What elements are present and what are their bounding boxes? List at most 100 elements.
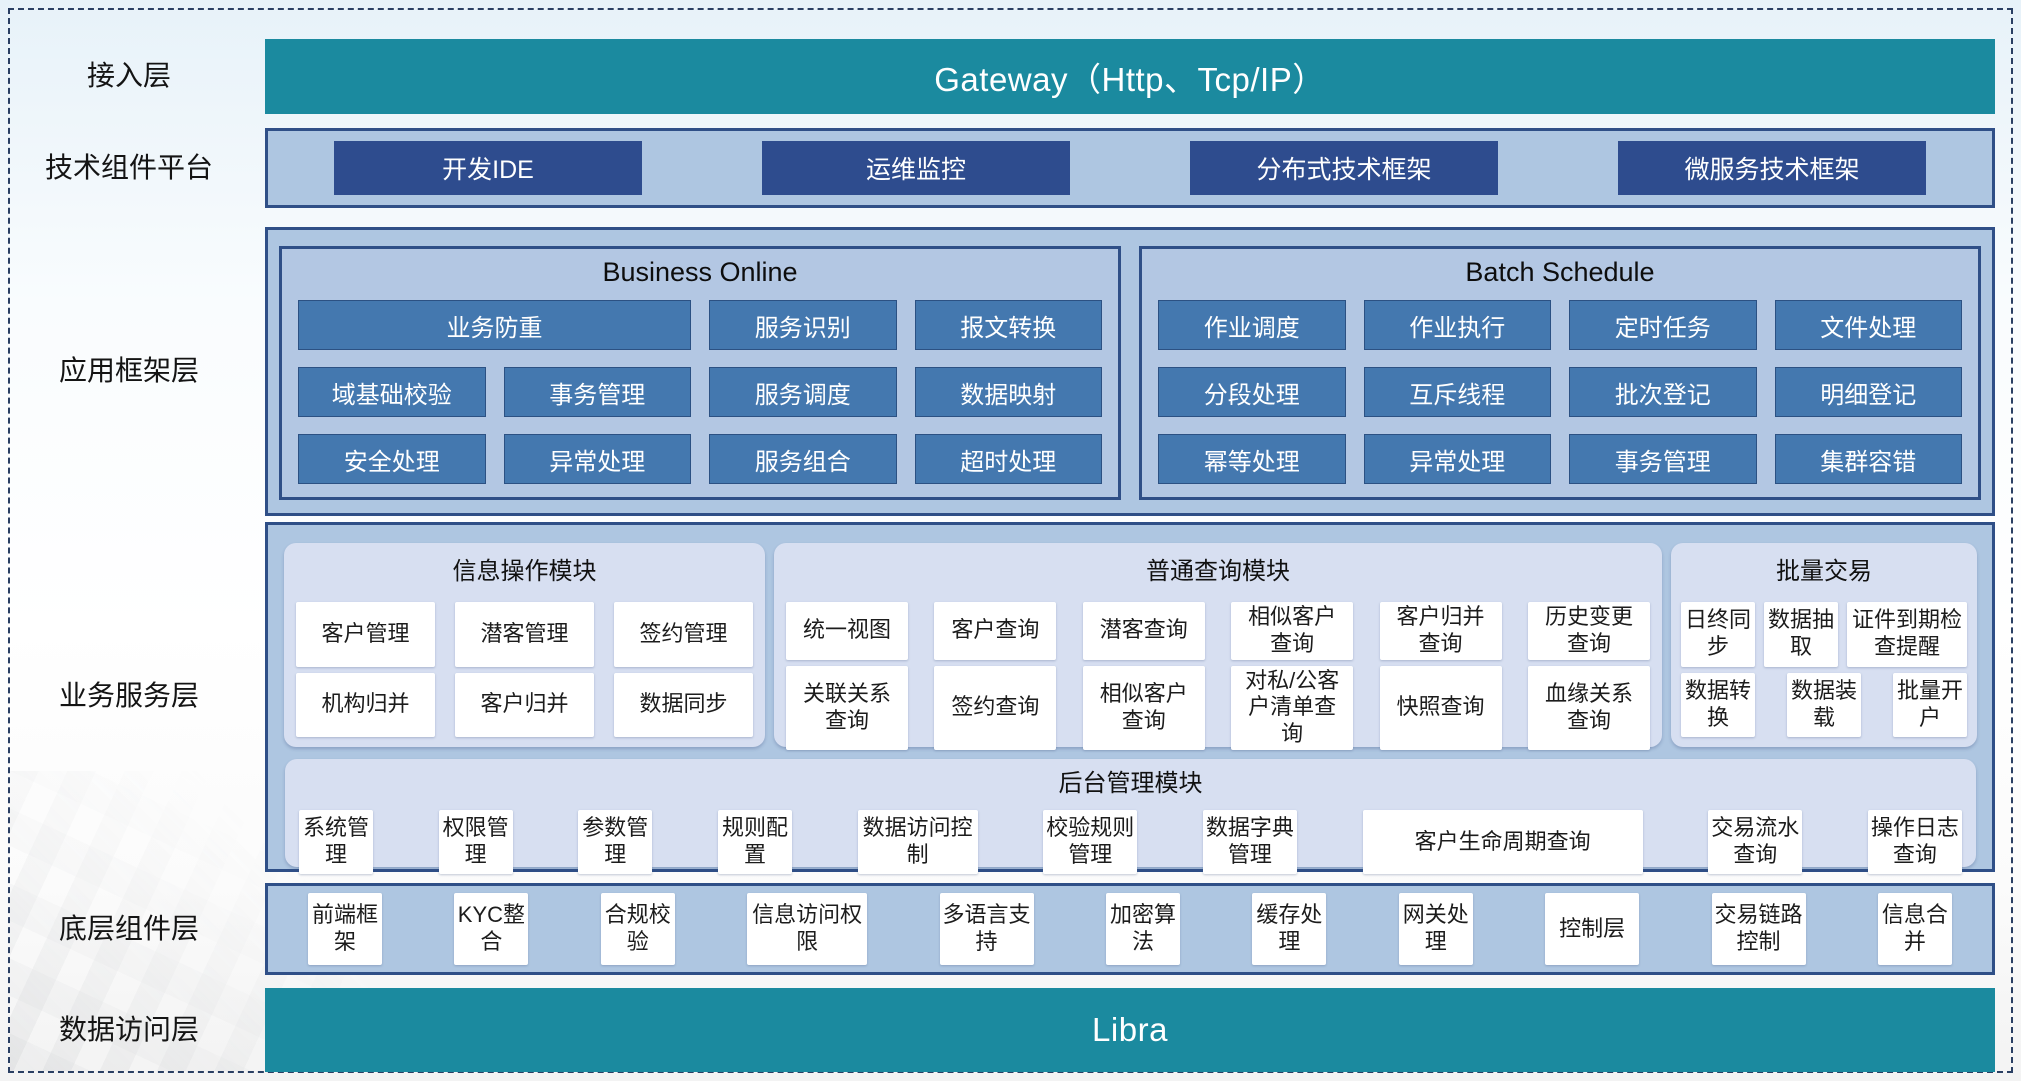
layer-label-app: 应用框架层 (58, 355, 199, 386)
general-query-title: 普通查询模块 (1146, 558, 1290, 585)
admin-module: 后台管理模块 系统管理 权限管理 参数管理 规则配置 数据访问控制 校验规则管理… (285, 759, 1976, 874)
admin-item: 交易流水查询 (1708, 810, 1803, 874)
service-item: 批量开户 (1893, 672, 1967, 737)
bs-item: 分段处理 (1158, 367, 1346, 417)
service-item: 快照查询 (1379, 665, 1502, 751)
gateway-bar-label: Gateway（Http、Tcp/IP） (934, 60, 1326, 98)
bo-item: 超时处理 (914, 434, 1102, 484)
base-item: 信息合并 (1877, 893, 1952, 965)
service-item: 签约查询 (934, 665, 1057, 751)
bo-item: 数据映射 (914, 367, 1102, 417)
business-online-grid: 业务防重 服务识别 报文转换 域基础校验 事务管理 服务调度 数据映射 安全处理… (298, 300, 1102, 484)
service-item: 统一视图 (786, 602, 908, 660)
service-item: 数据抽取 (1764, 602, 1838, 667)
bs-item: 文件处理 (1774, 300, 1962, 350)
bo-item: 报文转换 (914, 300, 1102, 350)
admin-item: 参数管理 (578, 810, 653, 874)
service-item: 历史变更查询 (1527, 602, 1650, 660)
admin-module-title: 后台管理模块 (1058, 770, 1203, 797)
service-item: 证件到期检查提醒 (1847, 602, 1967, 667)
service-item: 客户查询 (934, 602, 1057, 660)
bs-item: 批次登记 (1569, 367, 1757, 417)
base-item: 交易链路控制 (1711, 893, 1806, 965)
service-item: 客户归并查询 (1379, 602, 1502, 660)
bo-item: 域基础校验 (298, 367, 486, 417)
service-item: 潜客管理 (455, 602, 594, 667)
app-framework-band: Business Online 业务防重 服务识别 报文转换 域基础校验 事务管… (265, 227, 1995, 516)
bs-item: 作业调度 (1158, 300, 1346, 350)
service-item: 机构归并 (296, 672, 435, 737)
admin-item: 数据字典管理 (1202, 810, 1297, 874)
bo-item: 服务组合 (709, 434, 897, 484)
base-item: 加密算法 (1105, 893, 1180, 965)
business-online-panel: Business Online 业务防重 服务识别 报文转换 域基础校验 事务管… (279, 246, 1121, 500)
layer-label-access: 接入层 (86, 60, 171, 91)
layer-label-data: 数据访问层 (58, 1014, 199, 1045)
bo-item: 事务管理 (503, 367, 691, 417)
tech-button-distributed-framework: 分布式技术框架 (1190, 141, 1498, 195)
tech-button-ide: 开发IDE (334, 141, 642, 195)
base-item: 缓存处理 (1252, 893, 1327, 965)
tech-button-ops-monitor: 运维监控 (762, 141, 1070, 195)
bs-item: 异常处理 (1363, 434, 1551, 484)
batch-schedule-title: Batch Schedule (1465, 257, 1655, 287)
batch-schedule-grid: 作业调度 作业执行 定时任务 文件处理 分段处理 互斥线程 批次登记 明细登记 … (1158, 300, 1962, 484)
service-item: 数据装载 (1787, 672, 1861, 737)
bo-item: 服务识别 (709, 300, 897, 350)
base-item: KYC整合 (454, 893, 529, 965)
admin-item: 权限管理 (438, 810, 513, 874)
batch-trade-module: 批量交易 日终同步 数据抽取 证件到期检查提醒 数据转换 数据装载 批量开户 (1671, 543, 1977, 747)
service-item: 客户归并 (455, 672, 594, 737)
admin-item: 系统管理 (299, 810, 373, 874)
info-operation-module: 信息操作模块 客户管理 潜客管理 签约管理 机构归并 客户归并 数据同步 (284, 543, 765, 747)
service-item: 日终同步 (1681, 602, 1755, 667)
base-item: 网关处理 (1398, 893, 1473, 965)
business-online-title: Business Online (602, 257, 798, 287)
admin-item: 规则配置 (717, 810, 792, 874)
layer-label-base: 底层组件层 (58, 913, 199, 944)
bo-item: 服务调度 (709, 367, 897, 417)
service-item: 签约管理 (614, 602, 753, 667)
batch-schedule-panel: Batch Schedule 作业调度 作业执行 定时任务 文件处理 分段处理 … (1139, 246, 1981, 500)
batch-trade-title: 批量交易 (1776, 558, 1872, 585)
admin-item: 校验规则管理 (1043, 810, 1138, 874)
base-item: 前端框架 (308, 893, 382, 965)
business-service-band: 信息操作模块 客户管理 潜客管理 签约管理 机构归并 客户归并 数据同步 普通查… (265, 522, 1995, 874)
service-item: 数据同步 (614, 672, 753, 737)
base-component-band: 前端框架 KYC整合 合规校验 信息访问权限 多语言支持 加密算法 缓存处理 网… (265, 883, 1995, 975)
base-item: 信息访问权限 (747, 893, 868, 965)
base-item: 多语言支持 (939, 893, 1034, 965)
bo-item: 安全处理 (298, 434, 486, 484)
libra-bar-label: Libra (1092, 1011, 1168, 1048)
general-query-module: 普通查询模块 统一视图 客户查询 潜客查询 相似客户查询 客户归并查询 历史变更… (774, 543, 1662, 751)
service-item: 相似客户查询 (1082, 665, 1205, 751)
bs-item: 事务管理 (1569, 434, 1757, 484)
bo-item: 异常处理 (503, 434, 691, 484)
bs-item: 定时任务 (1569, 300, 1757, 350)
bs-item: 幂等处理 (1158, 434, 1346, 484)
service-item: 客户管理 (296, 602, 435, 667)
bs-item: 作业执行 (1363, 300, 1551, 350)
bs-item: 互斥线程 (1363, 367, 1551, 417)
tech-platform-band: 开发IDE 运维监控 分布式技术框架 微服务技术框架 (265, 128, 1995, 208)
layer-label-biz: 业务服务层 (58, 680, 199, 711)
admin-item: 客户生命周期查询 (1362, 810, 1643, 874)
base-item: 合规校验 (600, 893, 675, 965)
bs-item: 集群容错 (1774, 434, 1962, 484)
service-item: 潜客查询 (1082, 602, 1205, 660)
service-modules-row: 信息操作模块 客户管理 潜客管理 签约管理 机构归并 客户归并 数据同步 普通查… (284, 543, 1977, 751)
tech-button-microservice-framework: 微服务技术框架 (1618, 141, 1926, 195)
service-item: 数据转换 (1681, 672, 1755, 737)
service-item: 关联关系查询 (786, 665, 908, 751)
base-item: 控制层 (1545, 893, 1640, 965)
service-item: 血缘关系查询 (1527, 665, 1650, 751)
libra-bar: Libra (265, 988, 1995, 1072)
gateway-bar: Gateway（Http、Tcp/IP） (265, 39, 1995, 114)
bs-item: 明细登记 (1774, 367, 1962, 417)
bo-item: 业务防重 (298, 300, 691, 350)
admin-item: 操作日志查询 (1867, 810, 1962, 874)
layer-label-tech: 技术组件平台 (44, 152, 213, 183)
service-item: 相似客户查询 (1231, 602, 1354, 660)
admin-item: 数据访问控制 (857, 810, 978, 874)
